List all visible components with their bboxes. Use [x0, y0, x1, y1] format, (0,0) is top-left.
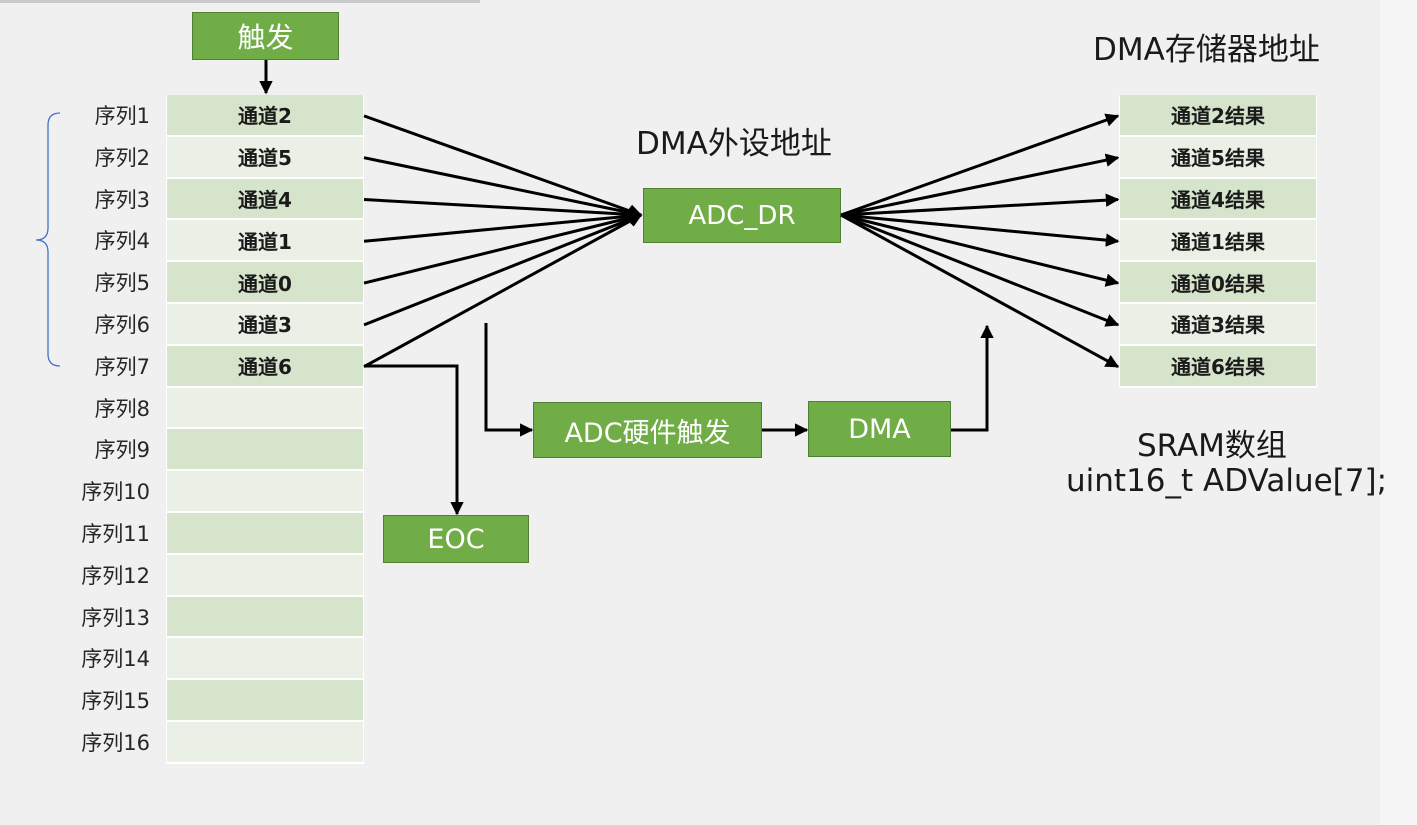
sequence-label-6: 序列6	[94, 313, 150, 337]
fan-in-arrow-6	[363, 213, 643, 327]
right-margin-strip	[1380, 0, 1417, 825]
adc-hardware-trigger-label: ADC硬件触发	[564, 417, 731, 449]
dma-memory-address-title: DMA存储器地址	[1093, 32, 1320, 68]
dma-box: DMA	[808, 401, 951, 457]
trigger-box: 触发	[192, 12, 339, 60]
sequence-label-14: 序列14	[81, 647, 150, 672]
sequence-label-8: 序列8	[94, 396, 150, 421]
sequence-label-16: 序列16	[81, 731, 150, 755]
sram-array-title: SRAM数组	[1137, 428, 1287, 464]
dma-up-arrow	[951, 324, 994, 432]
fan-out-arrow-1	[840, 113, 1120, 217]
eoc-box: EOC	[383, 515, 529, 563]
adc-trigger-arrow	[484, 323, 534, 437]
result-cell-1: 通道2结果	[1120, 95, 1316, 137]
dma-label: DMA	[848, 413, 911, 445]
sequence-cell-8	[167, 387, 363, 430]
fan-out-arrow-4	[840, 213, 1120, 247]
sequence-label-15: 序列15	[81, 689, 150, 714]
fan-out-arrow-6	[840, 213, 1120, 327]
eoc-arrow	[364, 364, 464, 516]
trigger-label: 触发	[237, 21, 294, 54]
fan-out-arrow-5	[840, 213, 1120, 287]
fan-in-arrow-5	[363, 211, 643, 285]
result-cell-6: 通道3结果	[1120, 304, 1316, 346]
sequence-label-2: 序列2	[94, 145, 150, 170]
fan-in-arrow-3	[363, 198, 643, 222]
sequence-label-7: 序列7	[94, 354, 150, 379]
sequence-cell-3: 通道4	[167, 178, 363, 221]
adc-hardware-trigger-box: ADC硬件触发	[533, 402, 762, 458]
dma-peripheral-address-title: DMA外设地址	[636, 126, 832, 162]
fan-out-arrows	[840, 113, 1120, 369]
sram-array-code: uint16_t ADValue[7];	[1066, 463, 1388, 499]
result-cell-4: 通道1结果	[1120, 220, 1316, 263]
sequence-cell-7: 通道6	[167, 345, 363, 388]
sequence-label-12: 序列12	[81, 563, 150, 588]
sequence-cell-11	[167, 513, 363, 555]
sequence-cell-15	[167, 680, 363, 722]
fan-out-arrow-7	[840, 213, 1120, 369]
adc-dr-box: ADC_DR	[643, 188, 841, 243]
sequence-cell-16	[167, 722, 363, 764]
sequence-cell-4: 通道1	[167, 220, 363, 263]
sequence-cell-12	[167, 554, 363, 597]
result-cell-2: 通道5结果	[1120, 136, 1316, 179]
sequence-cell-9	[167, 429, 363, 472]
sequence-cell-5: 通道0	[167, 262, 363, 304]
sequence-label-4: 序列4	[94, 229, 150, 254]
fan-in-arrow-1	[363, 114, 643, 218]
fan-in-arrow-2	[363, 156, 643, 220]
fan-out-arrow-2	[840, 153, 1120, 217]
sequence-cell-1: 通道2	[167, 95, 363, 137]
sequence-label-11: 序列11	[81, 522, 150, 546]
result-cell-5: 通道0结果	[1120, 262, 1316, 304]
result-cell-3: 通道4结果	[1120, 178, 1316, 221]
sequence-label-13: 序列13	[81, 605, 150, 630]
sequence-cell-10	[167, 471, 363, 513]
adc-dr-label: ADC_DR	[688, 200, 796, 231]
fan-in-arrow-7	[363, 213, 643, 369]
sequence-cell-14	[167, 638, 363, 681]
sequence-cell-13	[167, 596, 363, 639]
sequence-cell-6: 通道3	[167, 304, 363, 346]
top-shadow	[0, 0, 480, 3]
fan-in-arrows	[363, 114, 643, 369]
sequence-label-9: 序列9	[94, 438, 150, 463]
result-cell-7: 通道6结果	[1120, 345, 1316, 388]
fan-out-arrow-3	[840, 193, 1120, 217]
sequence-label-5: 序列5	[94, 271, 150, 296]
fan-in-arrow-4	[363, 209, 643, 243]
sequence-label-1: 序列1	[94, 104, 150, 128]
sequence-brace	[35, 112, 61, 367]
eoc-label: EOC	[427, 523, 485, 555]
sequence-label-3: 序列3	[94, 187, 150, 212]
sequence-label-10: 序列10	[81, 480, 150, 505]
sequence-cell-2: 通道5	[167, 136, 363, 179]
